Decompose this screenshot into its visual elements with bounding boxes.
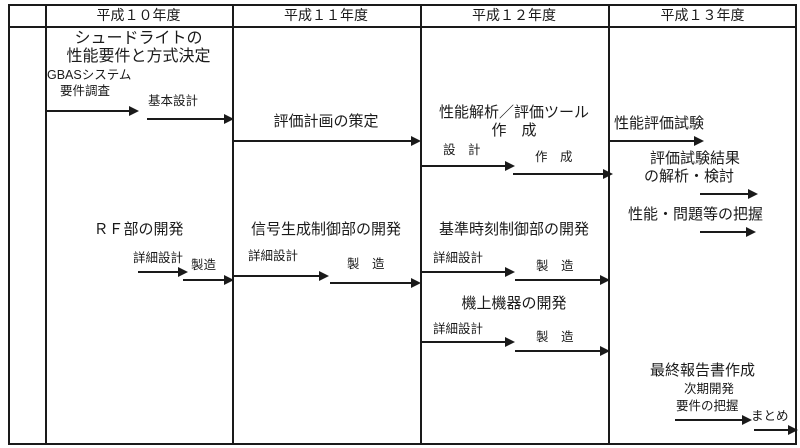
label-rf-manufacture: 製造 bbox=[191, 258, 217, 272]
arrow-summary bbox=[754, 425, 798, 435]
arrow-basic-design bbox=[147, 114, 234, 124]
column-divider-left bbox=[45, 4, 47, 445]
label-time-dev: 基準時刻制御部の開発 bbox=[438, 221, 589, 238]
arrow-rf-detail-design bbox=[138, 267, 188, 277]
arrow-eval-plan bbox=[232, 136, 421, 146]
label-tool-create: 作 成 bbox=[535, 150, 573, 164]
header-h10: 平成１０年度 bbox=[96, 7, 181, 23]
arrow-signal-manufacture bbox=[330, 278, 421, 288]
label-tool-title-line1: 性能解析／評価ツール bbox=[438, 104, 589, 121]
column-divider-h12-h13 bbox=[608, 4, 610, 445]
arrow-tool-create bbox=[513, 169, 613, 179]
label-onboard-detail-design: 詳細設計 bbox=[433, 322, 484, 336]
header-h13: 平成１３年度 bbox=[660, 7, 745, 23]
label-time-manufacture: 製 造 bbox=[536, 259, 574, 273]
label-eval-plan: 評価計画の策定 bbox=[273, 113, 379, 130]
label-rf-detail-design: 詳細設計 bbox=[133, 251, 184, 265]
label-signal-manufacture: 製 造 bbox=[347, 257, 385, 271]
label-signal-detail-design: 詳細設計 bbox=[248, 249, 299, 263]
label-signal-dev: 信号生成制御部の開発 bbox=[250, 221, 401, 238]
label-perf-issue-grasp: 性能・問題等の把握 bbox=[628, 206, 764, 223]
header-divider bbox=[8, 26, 797, 28]
arrow-onboard-manufacture bbox=[515, 346, 610, 356]
label-basic-design: 基本設計 bbox=[148, 94, 199, 108]
label-next-dev-line2: 要件の把握 bbox=[676, 399, 739, 413]
label-rf-dev: ＲＦ部の開発 bbox=[93, 221, 184, 238]
column-divider-h11-h12 bbox=[420, 4, 422, 445]
label-pseudolite-title-line2: 性能要件と方式決定 bbox=[66, 48, 211, 65]
label-test-result-line2: の解析・検討 bbox=[644, 168, 735, 185]
arrow-tool-design bbox=[420, 161, 515, 171]
label-test-result-line1: 評価試験結果 bbox=[650, 150, 741, 167]
label-time-detail-design: 詳細設計 bbox=[433, 251, 484, 265]
label-final-report: 最終報告書作成 bbox=[649, 362, 755, 379]
label-requirements-survey: 要件調査 bbox=[60, 84, 111, 98]
arrow-requirements-survey bbox=[45, 106, 139, 116]
arrow-test-result bbox=[700, 189, 758, 199]
label-pseudolite-title-line1: シュードライトの bbox=[74, 30, 203, 47]
table-outer-border bbox=[8, 4, 797, 445]
label-gbas-system: GBASシステム bbox=[47, 68, 132, 82]
label-perf-eval-test: 性能評価試験 bbox=[614, 115, 705, 132]
arrow-rf-manufacture bbox=[183, 275, 234, 285]
column-divider-h10-h11 bbox=[232, 4, 234, 445]
arrow-onboard-detail-design bbox=[420, 337, 515, 347]
arrow-time-detail-design bbox=[420, 267, 515, 277]
arrow-perf-issue-grasp bbox=[700, 227, 756, 237]
label-tool-title-line2: 作 成 bbox=[491, 122, 537, 139]
label-summary: まとめ bbox=[751, 409, 789, 423]
arrow-perf-eval-test bbox=[608, 136, 704, 146]
arrow-next-dev bbox=[675, 415, 752, 425]
label-tool-design: 設 計 bbox=[443, 143, 481, 157]
label-onboard-manufacture: 製 造 bbox=[536, 330, 574, 344]
header-h11: 平成１１年度 bbox=[284, 7, 368, 23]
arrow-signal-detail-design bbox=[232, 271, 329, 281]
label-onboard-dev: 機上機器の開発 bbox=[461, 295, 567, 312]
header-h12: 平成１２年度 bbox=[472, 7, 556, 23]
arrow-time-manufacture bbox=[515, 275, 610, 285]
label-next-dev-line1: 次期開発 bbox=[684, 382, 735, 396]
